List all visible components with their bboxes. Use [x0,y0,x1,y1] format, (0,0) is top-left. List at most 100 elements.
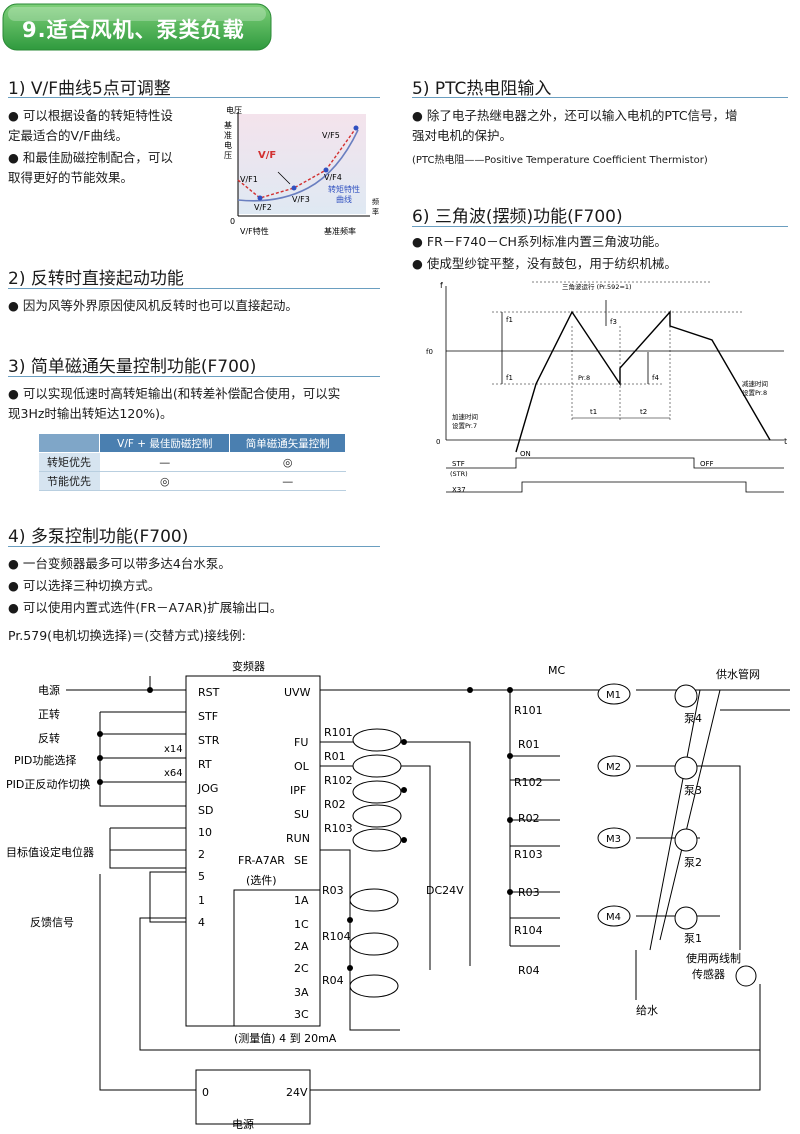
tw-t2-label: t2 [640,408,647,416]
s6-line-2: ● 使成型纱锭平整，没有鼓包，用于纺织机械。 [412,256,677,271]
tw-f3-label: f3 [610,318,617,326]
tw-x37-label: X37 [452,486,466,494]
vf-y-char-1: 基 [224,120,232,130]
sensor-label-1: 使用两线制 [686,951,741,965]
section-1-title: 1) V/F曲线5点可调整 [8,79,171,99]
section-5-title: 5) PTC热电阻输入 [412,79,552,99]
tw-f0-label: f0 [426,348,433,356]
vf3-point [291,185,297,191]
supply-pipe [649,689,721,951]
table-cell: — [229,471,346,491]
relay-label-r03: R03 [322,884,344,897]
sensor-label-2: 传感器 [692,968,725,981]
reverse-label: 反转 [38,731,60,745]
tw-waveform [515,310,771,453]
junction-dot [97,731,103,737]
section-5-rule [412,97,788,98]
junction-dot [507,753,513,759]
vf3-label: V/F3 [292,195,310,204]
junction-dot [97,779,103,785]
vf-y-char-4: 压 [224,151,232,160]
section-6-title: 6) 三角波(摆频)功能(F700) [412,207,623,227]
junction-dot [401,739,407,745]
motor-m3 [597,827,631,849]
table-cell: ◎ [99,471,230,491]
tw-accel-1: 加速时间 [452,412,478,421]
motor-m2 [597,755,631,777]
mc-label: MC [548,664,565,677]
x14-label: x14 [164,744,183,755]
relay-coil-5 [352,828,402,852]
feedback-label: 反馈信号 [30,916,74,929]
s1-line-4: 取得更好的节能效果。 [8,170,134,185]
psu-zero-label: 0 [202,1086,209,1099]
option-label: FR-A7AR [238,854,285,867]
pot-label: 目标值设定电位器 [6,845,94,859]
terminal-jog: JOG [197,782,218,795]
terminal-str: STR [198,734,220,747]
section-1-rule [8,97,380,98]
section-2-rule [8,288,380,289]
triangle-wave-chart: f t 三角波运行 (Pr.592=1) f0 0 f1 f1 f3 f4 Pr… [426,281,787,494]
junction-dot [507,687,513,693]
motor-m4-label: M4 [606,912,621,923]
s1-line-1: ● 可以根据设备的转矩特性设 [8,108,173,123]
terminal-3c: 3C [294,1008,309,1021]
torque-annotation-1: 转矩特性 [328,184,360,194]
contact-r02: R02 [518,812,540,825]
vf-curve-label: V/F [258,150,276,161]
pump-2-icon [674,828,698,852]
contact-r102: R102 [514,776,543,789]
terminal-se: SE [294,854,308,867]
vf-annotation-arrow [277,171,291,185]
table-row-label: 转矩优先 [38,452,100,472]
tw-decel-2: 设置Pr.8 [742,388,767,397]
contact-r104: R104 [514,924,543,937]
vf-curve-chart: 电压 基 准 电 压 V/F V/F1 V/F2 V/F3 V/F4 V/F5 … [224,105,379,236]
pid-select-label: PID功能选择 [14,753,76,767]
sensor-icon [735,965,757,987]
vf5-label: V/F5 [322,131,340,140]
pump-1-label: 泵1 [684,932,702,945]
table-cell: — [99,452,230,472]
junction-dot [401,837,407,843]
inverter-box [185,675,321,1027]
s3-line-2: 现3Hz时输出转矩达120%)。 [8,406,173,421]
contact-r04: R04 [518,964,540,977]
s1-line-2: 定最适合的V/F曲线。 [8,128,128,143]
junction-dot [147,687,153,693]
section-2-title: 2) 反转时直接起动功能 [8,269,184,289]
vf-x-axis-label: 基准频率 [324,226,356,236]
contact-r103: R103 [514,848,543,861]
table-header-vf: V/F + 最佳励磁控制 [99,433,231,453]
vf4-point [323,167,329,173]
table-row-label: 节能优先 [38,471,100,491]
pump-outlet-lines [636,689,790,950]
terminal-2: 2 [198,848,205,861]
pump-3-icon [674,756,698,780]
terminal-1c: 1C [294,918,309,931]
section-3-rule [8,376,380,377]
x64-label: x64 [164,768,183,779]
tw-top-label: 三角波运行 (Pr.592=1) [562,282,632,291]
vf1-label: V/F1 [240,175,258,184]
dc24-label: DC24V [426,884,464,897]
contact-r101: R101 [514,704,543,717]
relay-coil-2 [352,754,402,778]
option-sub-label: (选件) [246,874,277,887]
se-common [320,849,400,1031]
measurement-label: (测量值) 4 到 20mA [234,1032,337,1045]
terminal-2c: 2C [294,962,309,975]
s1-line-3: ● 和最佳励磁控制配合，可以 [8,150,173,165]
terminal-ipf: IPF [290,784,306,797]
input-bus [99,711,186,807]
relay-coil-3 [352,780,402,804]
motor-m3-label: M3 [606,834,621,845]
table-row: 节能优先 ◎ — [38,471,346,491]
section-4-rule [8,546,380,547]
pump-3-label: 泵3 [684,784,702,797]
power-label: 电源 [38,683,60,697]
vf5-point [353,125,359,131]
tw-str-label: (STR) [450,470,468,478]
pump-4-icon [674,684,698,708]
